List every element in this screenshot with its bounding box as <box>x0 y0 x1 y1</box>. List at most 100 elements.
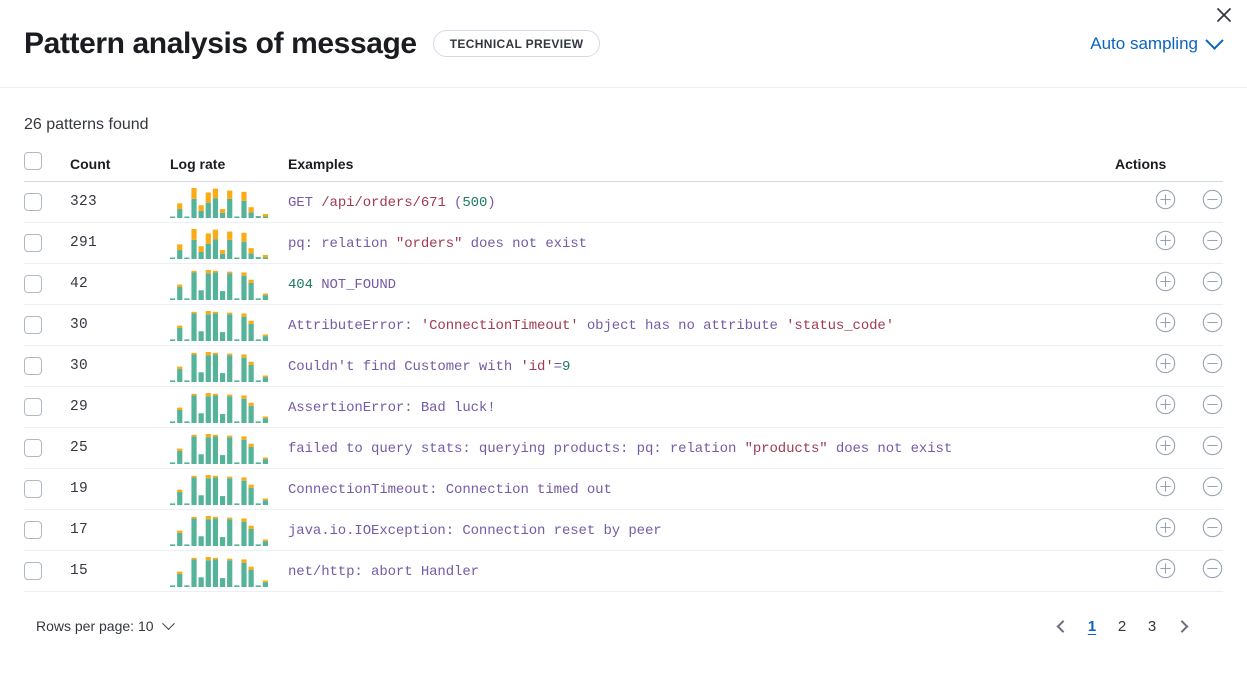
previous-page-button[interactable] <box>1045 610 1077 642</box>
title-group: Pattern analysis of message TECHNICAL PR… <box>24 26 601 60</box>
row-count: 30 <box>70 304 170 346</box>
row-log-rate <box>170 181 288 223</box>
log-rate-sparkline <box>170 432 288 464</box>
column-header-log-rate[interactable]: Log rate <box>170 152 288 182</box>
row-select-cell <box>24 345 70 387</box>
row-checkbox[interactable] <box>24 398 42 416</box>
example-token: ( <box>445 195 463 211</box>
row-checkbox[interactable] <box>24 275 42 293</box>
chevron-left-icon <box>1056 619 1069 633</box>
row-select-cell <box>24 181 70 223</box>
row-count: 19 <box>70 468 170 510</box>
filter-out-value-button[interactable] <box>1202 353 1223 379</box>
row-count: 15 <box>70 550 170 592</box>
filter-out-value-button[interactable] <box>1202 394 1223 420</box>
chevron-right-icon <box>1175 619 1188 633</box>
example-token: ) <box>487 195 496 211</box>
row-select-cell <box>24 427 70 469</box>
filter-out-value-button[interactable] <box>1202 312 1223 338</box>
rows-per-page-selector[interactable]: Rows per page: 10 <box>36 616 175 634</box>
plus-circle-icon <box>1155 271 1175 292</box>
auto-sampling-dropdown[interactable]: Auto sampling <box>1090 31 1224 54</box>
row-checkbox[interactable] <box>24 357 42 375</box>
auto-sampling-label: Auto sampling <box>1090 33 1198 53</box>
minus-circle-icon <box>1202 230 1223 251</box>
example-text: java.io.IOException: Connection reset by… <box>288 523 662 539</box>
log-rate-sparkline <box>170 514 288 546</box>
filter-for-value-button[interactable] <box>1155 435 1176 461</box>
row-checkbox[interactable] <box>24 562 42 580</box>
table-header: Count Log rate Examples Actions <box>24 152 1223 182</box>
filter-out-value-button[interactable] <box>1202 230 1223 256</box>
filter-for-value-button[interactable] <box>1155 517 1176 543</box>
example-token: 404 <box>288 277 313 293</box>
filter-out-value-button[interactable] <box>1202 558 1223 584</box>
plus-circle-icon <box>1155 476 1175 497</box>
example-token: object has no attribute <box>578 318 787 334</box>
example-text: 404 NOT_FOUND <box>288 277 396 293</box>
row-example: GET /api/orders/671 (500) <box>288 181 1115 223</box>
row-checkbox[interactable] <box>24 193 42 211</box>
row-log-rate <box>170 345 288 387</box>
row-example: ConnectionTimeout: Connection timed out <box>288 468 1115 510</box>
page-title: Pattern analysis of message <box>24 26 417 60</box>
panel-header: Pattern analysis of message TECHNICAL PR… <box>0 0 1247 88</box>
filter-for-value-button[interactable] <box>1155 476 1176 502</box>
plus-circle-icon <box>1155 517 1175 538</box>
filter-for-value-button[interactable] <box>1155 312 1176 338</box>
filter-out-value-button[interactable] <box>1202 476 1223 502</box>
filter-for-value-button[interactable] <box>1155 189 1176 215</box>
row-checkbox[interactable] <box>24 234 42 252</box>
example-token: net/http: abort Handler <box>288 564 479 580</box>
row-checkbox[interactable] <box>24 480 42 498</box>
select-all-checkbox[interactable] <box>24 152 42 170</box>
plus-circle-icon <box>1155 353 1175 374</box>
filter-for-value-button[interactable] <box>1155 271 1176 297</box>
page-button-3[interactable]: 3 <box>1147 617 1157 635</box>
filter-for-value-button[interactable] <box>1155 558 1176 584</box>
row-count: 323 <box>70 181 170 223</box>
example-token: = <box>553 359 562 375</box>
row-actions <box>1115 509 1223 551</box>
row-checkbox[interactable] <box>24 521 42 539</box>
example-token: 'id' <box>520 359 554 375</box>
row-actions <box>1115 181 1223 223</box>
filter-for-value-button[interactable] <box>1155 394 1176 420</box>
example-text: ConnectionTimeout: Connection timed out <box>288 482 612 498</box>
filter-out-value-button[interactable] <box>1202 271 1223 297</box>
column-header-examples[interactable]: Examples <box>288 152 1115 182</box>
filter-out-value-button[interactable] <box>1202 189 1223 215</box>
plus-circle-icon <box>1155 435 1175 456</box>
row-count: 291 <box>70 222 170 264</box>
filter-for-value-button[interactable] <box>1155 353 1176 379</box>
filter-out-value-button[interactable] <box>1202 435 1223 461</box>
row-example: Couldn't find Customer with 'id'=9 <box>288 345 1115 387</box>
filter-out-value-button[interactable] <box>1202 517 1223 543</box>
row-checkbox[interactable] <box>24 316 42 334</box>
example-token: 9 <box>561 359 571 375</box>
column-header-count[interactable]: Count <box>70 152 170 182</box>
close-button[interactable] <box>1211 2 1237 28</box>
row-checkbox[interactable] <box>24 439 42 457</box>
next-page-button[interactable] <box>1167 610 1199 642</box>
row-count: 17 <box>70 509 170 551</box>
row-example: pq: relation "orders" does not exist <box>288 222 1115 264</box>
row-example: net/http: abort Handler <box>288 550 1115 592</box>
filter-for-value-button[interactable] <box>1155 230 1176 256</box>
page-button-1[interactable]: 1 <box>1087 617 1097 635</box>
row-select-cell <box>24 468 70 510</box>
row-log-rate <box>170 468 288 510</box>
plus-circle-icon <box>1155 189 1175 210</box>
page-button-2[interactable]: 2 <box>1117 617 1127 635</box>
row-log-rate <box>170 304 288 346</box>
example-token: pq: relation <box>288 236 396 252</box>
close-icon <box>1217 8 1231 22</box>
row-select-cell <box>24 222 70 264</box>
minus-circle-icon <box>1202 476 1223 497</box>
row-count: 25 <box>70 427 170 469</box>
example-text: GET /api/orders/671 (500) <box>288 195 496 211</box>
example-token: "orders" <box>395 236 463 252</box>
table-row: 19 ConnectionTimeout: Connection timed o… <box>24 468 1223 510</box>
log-rate-sparkline <box>170 350 288 382</box>
row-log-rate <box>170 427 288 469</box>
